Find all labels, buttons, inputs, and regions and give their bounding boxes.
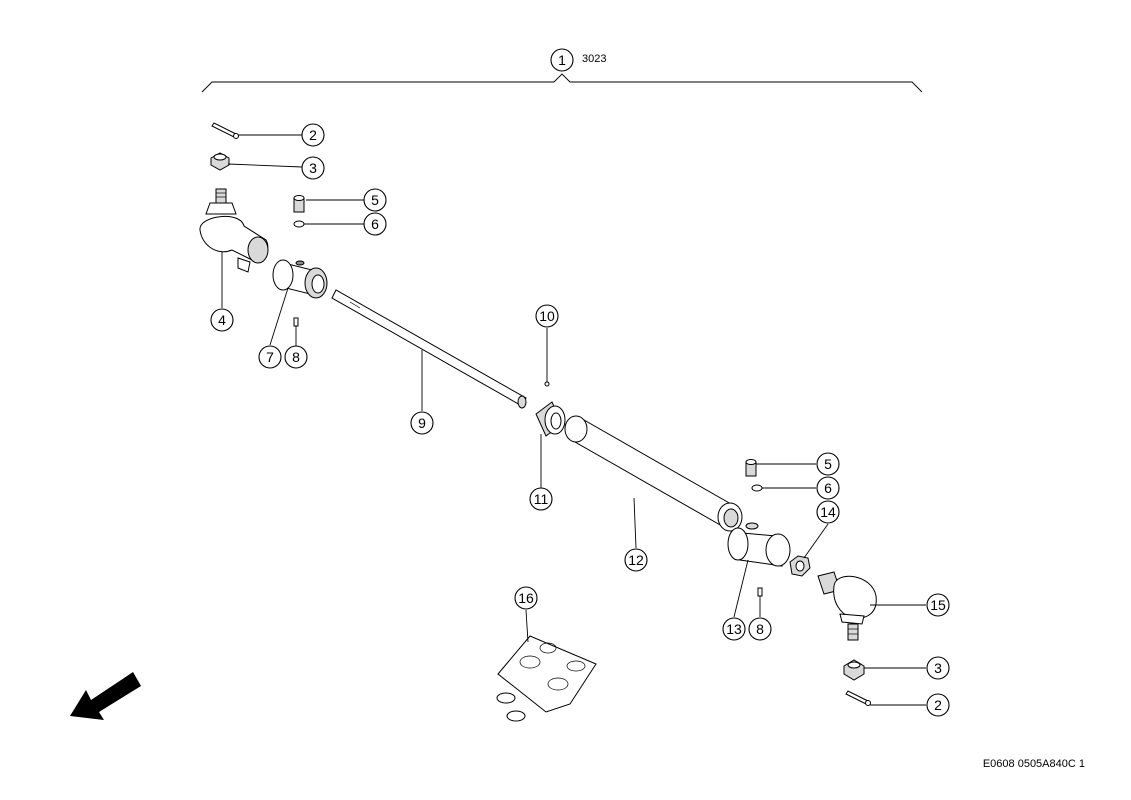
svg-text:5: 5	[371, 192, 379, 208]
svg-text:8: 8	[292, 349, 300, 365]
grease-nipple-right	[745, 459, 757, 477]
callout-9: 9	[410, 411, 434, 435]
svg-text:4: 4	[218, 312, 226, 328]
svg-text:3: 3	[309, 160, 317, 176]
screw-right	[757, 587, 763, 597]
grease-nipple-left	[293, 195, 305, 213]
svg-text:8: 8	[756, 621, 764, 637]
tube	[564, 415, 743, 532]
front-direction-arrow-icon	[70, 672, 141, 720]
svg-text:3: 3	[934, 660, 942, 676]
callout-11: 11	[529, 487, 553, 511]
svg-text:2: 2	[934, 697, 942, 713]
right-ball-joint	[817, 571, 877, 641]
left-ball-joint	[199, 188, 269, 273]
svg-text:2: 2	[309, 127, 317, 143]
threaded-adaptor	[535, 401, 566, 437]
svg-text:10: 10	[539, 308, 555, 324]
callout-5-right: 5	[816, 452, 840, 476]
hex-nut	[789, 555, 811, 577]
svg-text:13: 13	[726, 621, 742, 637]
svg-text:1: 1	[558, 52, 566, 68]
svg-text:7: 7	[266, 349, 274, 365]
svg-text:6: 6	[824, 480, 832, 496]
assembly-part-number: 3023	[582, 53, 606, 65]
svg-text:5: 5	[824, 456, 832, 472]
threaded-rod	[331, 289, 527, 409]
screw-left	[293, 317, 299, 327]
callout-8-right: 8	[748, 617, 772, 641]
drawing-code: E0608 0505A840C 1	[983, 758, 1085, 770]
seal-kit-bag	[496, 635, 597, 722]
callout-1: 1	[550, 48, 574, 72]
callout-10: 10	[535, 304, 559, 328]
callout-7: 7	[258, 345, 282, 369]
split-pin-top	[211, 122, 239, 139]
svg-text:6: 6	[371, 216, 379, 232]
callout-14: 14	[816, 500, 840, 524]
callout-3-top: 3	[301, 156, 325, 180]
o-ring-right	[751, 484, 763, 492]
svg-text:9: 9	[418, 415, 426, 431]
callout-12: 12	[624, 548, 648, 572]
small-pin	[544, 381, 550, 387]
callout-8-left: 8	[284, 345, 308, 369]
svg-text:16: 16	[518, 590, 534, 606]
svg-text:12: 12	[628, 552, 644, 568]
callout-3-bottom: 3	[926, 656, 950, 680]
leader-lines	[221, 134, 926, 706]
svg-text:11: 11	[534, 491, 549, 507]
castle-nut-bottom	[843, 659, 865, 681]
callout-2-bottom: 2	[926, 693, 950, 717]
callout-15: 15	[926, 593, 950, 617]
left-sleeve	[272, 259, 328, 299]
callout-6-right: 6	[816, 476, 840, 500]
castle-nut-top	[210, 152, 230, 171]
split-pin-bottom	[845, 690, 871, 706]
callout-5-left: 5	[363, 188, 387, 212]
callout-2-top: 2	[301, 123, 325, 147]
svg-text:14: 14	[820, 504, 836, 520]
svg-text:15: 15	[930, 597, 946, 613]
right-sleeve	[727, 522, 791, 567]
assembly-bracket	[201, 73, 923, 93]
o-ring-left	[293, 220, 305, 228]
callout-6-left: 6	[363, 212, 387, 236]
callout-4: 4	[210, 308, 234, 332]
callout-16: 16	[514, 586, 538, 610]
callout-13: 13	[722, 617, 746, 641]
